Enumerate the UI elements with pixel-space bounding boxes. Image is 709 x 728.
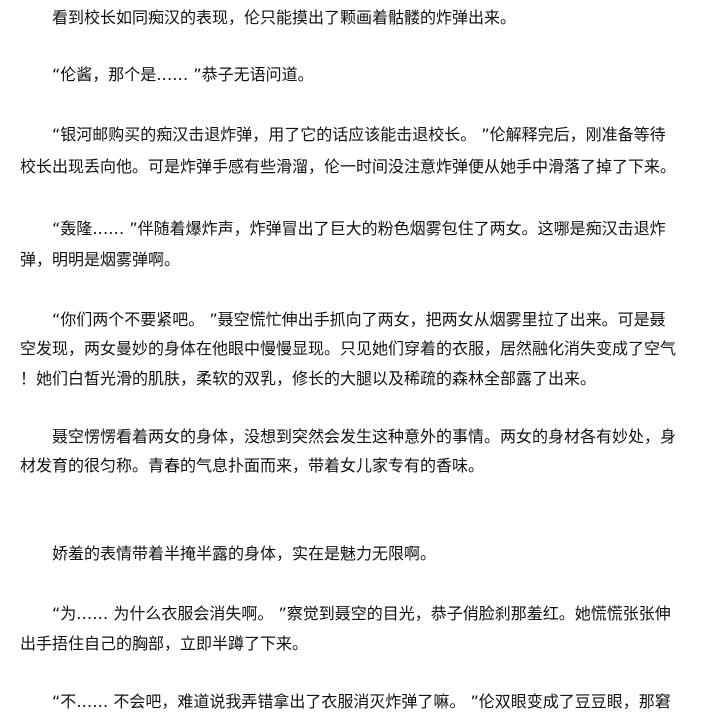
text-line: “为…… 为什么衣服会消失啊。 ”察觉到聂空的目光，恭子俏脸刹那羞红。她慌慌张张… [52,604,671,623]
text-line: 出手捂住自己的胸部，立即半蹲了下来。 [20,634,309,653]
text-line: “不…… 不会吧，难道说我弄错拿出了衣服消灭炸弹了嘛。 ”伦双眼变成了豆豆眼，那… [52,692,671,711]
text-line: 校长出现丢向他。可是炸弹手感有些滑溜，伦一时间没注意炸弹便从她手中滑落了掉了下来… [20,157,677,176]
text-line: 弹，明明是烟雾弹啊。 [20,250,181,269]
text-line: 材发育的很匀称。青春的气息扑面而来，带着女儿家专有的香味。 [20,456,485,475]
text-line: “你们两个不要紧吧。 ”聂空慌忙伸出手抓向了两女，把两女从烟雾里拉了出来。可是聂 [52,310,666,329]
text-line: “伦酱，那个是…… ”恭子无语问道。 [52,65,314,84]
text-line: 看到校长如同痴汉的表现，伦只能摸出了颗画着骷髅的炸弹出来。 [52,8,517,27]
text-line: “轰隆…… ”伴随着爆炸声，炸弹冒出了巨大的粉色烟雾包住了两女。这哪是痴汉击退炸 [52,219,666,238]
text-line: 聂空愣愣看着两女的身体，没想到突然会发生这种意外的事情。两女的身材各有妙处，身 [52,427,677,446]
text-line: 空发现，两女曼妙的身体在他眼中慢慢显现。只见她们穿着的衣服，居然融化消失变成了空… [20,339,677,358]
text-line: ！她们白皙光滑的肌肤，柔软的双乳，修长的大腿以及稀疏的森林全部露了出来。 [20,369,597,388]
text-line: 娇羞的表情带着半掩半露的身体，实在是魅力无限啊。 [52,544,437,563]
text-line: “银河邮购买的痴汉击退炸弹，用了它的话应该能击退校长。 ”伦解释完后，刚准备等待 [52,125,666,144]
